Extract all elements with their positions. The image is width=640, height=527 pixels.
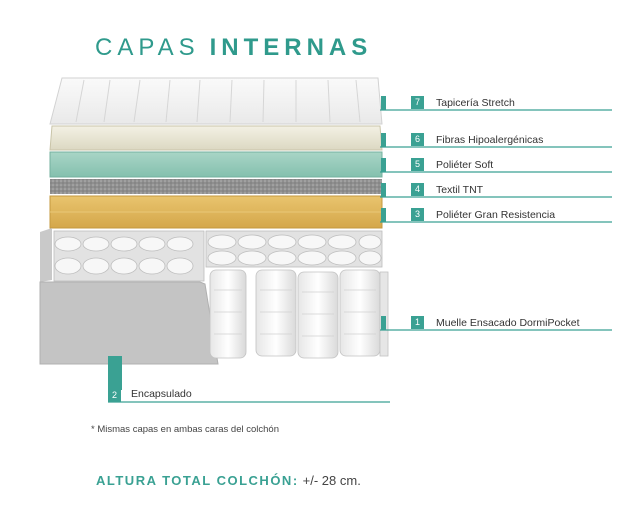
total-height-label: ALTURA TOTAL COLCHÓN: [96,473,299,488]
layer-7-label: Tapicería Stretch [436,97,515,109]
footnote: * Mismas capas en ambas caras del colchó… [91,424,279,435]
layer-6-label: Fibras Hipoalergénicas [436,134,543,146]
layer-2-label: Encapsulado [131,388,192,400]
layer-6-number: 6 [411,133,424,146]
layer-5-label: Poliéter Soft [436,159,493,171]
layer-7-stretch-cover [50,78,382,124]
layer-3-number: 3 [411,208,424,221]
layer-1-label: Muelle Ensacado DormiPocket [436,317,580,329]
layer-4-number: 4 [411,183,424,196]
layer-7-number: 7 [411,96,424,109]
pocket-springs-front [210,270,388,358]
layer-2-number: 2 [108,389,121,402]
layer-4-label: Textil TNT [436,184,483,196]
layer-5-soft-foam [50,152,382,177]
layer-3-hr-foam [50,196,382,228]
layer-1-number: 1 [411,316,424,329]
total-height: ALTURA TOTAL COLCHÓN: +/- 28 cm. [96,473,361,488]
layer-5-number: 5 [411,158,424,171]
layer-3-label: Poliéter Gran Resistencia [436,209,555,221]
layer-6-fibres [50,126,382,150]
total-height-value: +/- 28 cm. [303,473,361,488]
layer-4-tnt-textile [50,179,382,194]
